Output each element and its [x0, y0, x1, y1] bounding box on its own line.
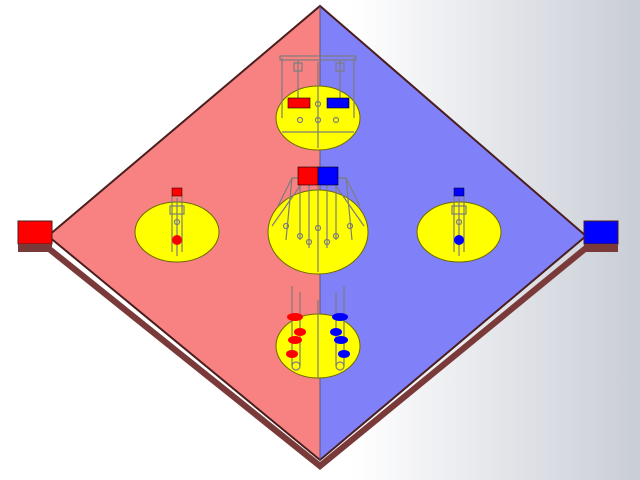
- goal-box-icon: [583, 220, 619, 245]
- game-piece-icon: [294, 328, 306, 336]
- goal-box-base: [584, 244, 618, 252]
- game-piece-icon: [171, 187, 183, 197]
- goal-box-base: [18, 244, 52, 252]
- wall-bottom-right: [320, 244, 586, 470]
- goal-box-icon: [17, 220, 53, 245]
- scoring-structure-icon: [451, 196, 467, 256]
- game-piece-icon: [288, 336, 302, 344]
- scoring-structure-icon: [169, 196, 185, 256]
- game-piece-icon: [330, 328, 342, 336]
- game-piece-icon: [317, 166, 339, 186]
- game-piece-icon: [297, 166, 319, 186]
- game-piece-icon: [287, 97, 311, 109]
- game-piece-icon: [326, 97, 350, 109]
- game-piece-icon: [453, 187, 465, 197]
- blue-goal: [583, 220, 619, 252]
- red-game-pieces: [286, 313, 306, 358]
- game-piece-icon: [454, 235, 464, 245]
- blue-game-pieces: [330, 313, 350, 358]
- center-zone: [267, 166, 369, 275]
- game-piece-icon: [287, 313, 303, 321]
- game-piece-icon: [286, 350, 298, 358]
- game-piece-icon: [172, 235, 182, 245]
- bottom-zone: [275, 286, 361, 379]
- top-zone: [275, 55, 361, 151]
- wall-bottom-left: [48, 244, 320, 470]
- red-goal: [17, 220, 53, 252]
- game-piece-icon: [338, 350, 350, 358]
- game-piece-icon: [332, 313, 348, 321]
- right-zone: [416, 187, 502, 263]
- scoring-structure-icon: [271, 177, 365, 272]
- left-zone: [134, 187, 220, 263]
- game-piece-icon: [334, 336, 348, 344]
- scoring-structure-icon: [279, 55, 357, 148]
